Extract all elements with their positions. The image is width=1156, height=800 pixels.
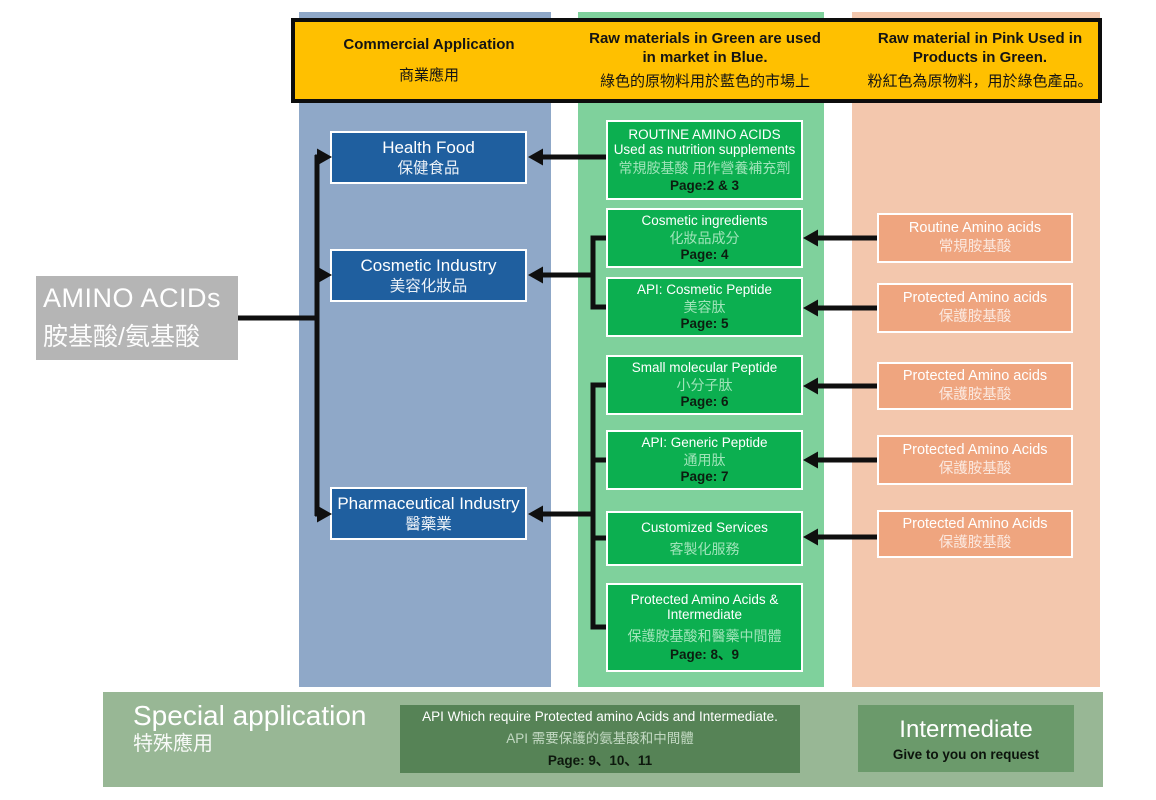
product-node-page: Page: 4 (680, 246, 729, 262)
product-node-en: Customized Services (641, 520, 768, 536)
raw-node-en: Routine Amino acids (908, 219, 1042, 236)
product-node-en: Small molecular Peptide (631, 360, 778, 376)
raw-node-routine-amino-acids: Routine Amino acids 常規胺基酸 (877, 213, 1073, 263)
amino-acids-root-node: AMINO ACIDs 胺基酸/氨基酸 (36, 276, 238, 360)
legend-commercial-zh: 商業應用 (398, 66, 459, 84)
intermediate-note: Give to you on request (892, 746, 1040, 762)
raw-node-protected-amino-acids-3: Protected Amino Acids 保護胺基酸 (877, 435, 1073, 485)
special-application-title: Special application 特殊應用 (133, 700, 367, 757)
product-node-zh: 通用肽 (683, 452, 726, 469)
product-node-en: API: Cosmetic Peptide (636, 282, 773, 298)
product-node-page: Page: 6 (680, 393, 729, 409)
product-node-en: ROUTINE AMINO ACIDS Used as nutrition su… (613, 126, 796, 158)
root-node-en: AMINO ACIDs (43, 283, 222, 313)
intermediate-title: Intermediate (899, 715, 1033, 743)
product-node-en: API: Generic Peptide (641, 435, 768, 451)
api-note-page: Page: 9、10、11 (547, 752, 653, 768)
legend-pink-note-zh: 粉紅色為原物料，用於綠色產品。 (867, 73, 1093, 91)
special-application-bar: Special application 特殊應用 API Which requi… (103, 692, 1103, 787)
raw-node-en: Protected Amino acids (902, 289, 1048, 306)
market-node-en: Cosmetic Industry (360, 255, 497, 275)
raw-materials-column (852, 12, 1100, 687)
market-node-zh: 醫藥業 (405, 515, 452, 533)
legend-green-note-en: Raw materials in Green are used in marke… (589, 29, 821, 66)
product-node-cosmetic-ingredients: Cosmetic ingredients 化妝品成分 Page: 4 (606, 208, 803, 268)
product-node-customized-services: Customized Services 客製化服務 (606, 511, 803, 566)
raw-node-protected-amino-acids-2: Protected Amino acids 保護胺基酸 (877, 362, 1073, 410)
legend-green-note-zh: 綠色的原物料用於藍色的市場上 (599, 73, 810, 91)
product-node-api-cosmetic-peptide: API: Cosmetic Peptide 美容肽 Page: 5 (606, 277, 803, 337)
raw-node-zh: 保護胺基酸 (938, 535, 1012, 552)
legend-banner: Commercial Application 商業應用 Raw material… (291, 18, 1102, 103)
market-node-health-food: Health Food 保健食品 (330, 131, 527, 184)
raw-node-zh: 保護胺基酸 (938, 461, 1012, 478)
api-note-zh: API 需要保護的氨基酸和中間體 (506, 730, 694, 746)
market-node-en: Health Food (382, 137, 475, 157)
market-node-zh: 美容化妝品 (389, 277, 468, 295)
product-node-api-generic-peptide: API: Generic Peptide 通用肽 Page: 7 (606, 430, 803, 490)
product-node-page: Page: 7 (680, 468, 729, 484)
raw-node-en: Protected Amino Acids (902, 516, 1048, 533)
legend-pink-note: Raw material in Pink Used in Products in… (856, 22, 1104, 99)
legend-pink-note-en: Raw material in Pink Used in Products in… (877, 29, 1083, 66)
raw-node-zh: 保護胺基酸 (938, 387, 1012, 404)
raw-node-protected-amino-acids-1: Protected Amino acids 保護胺基酸 (877, 283, 1073, 333)
product-node-zh: 小分子肽 (676, 377, 733, 394)
product-node-zh: 客製化服務 (669, 540, 740, 557)
raw-node-protected-amino-acids-4: Protected Amino Acids 保護胺基酸 (877, 510, 1073, 558)
market-node-cosmetic-industry: Cosmetic Industry 美容化妝品 (330, 249, 527, 302)
product-node-en: Protected Amino Acids & Intermediate (630, 591, 779, 623)
market-node-zh: 保健食品 (397, 159, 460, 177)
api-note-box: API Which require Protected amino Acids … (400, 705, 800, 773)
raw-node-zh: 保護胺基酸 (938, 309, 1012, 326)
raw-node-zh: 常規胺基酸 (938, 239, 1012, 256)
market-node-en: Pharmaceutical Industry (337, 493, 520, 513)
product-node-page: Page:2 & 3 (669, 177, 740, 193)
raw-node-en: Protected Amino Acids (902, 441, 1048, 458)
product-node-en: Cosmetic ingredients (641, 213, 768, 229)
raw-node-en: Protected Amino acids (902, 368, 1048, 385)
root-node-zh: 胺基酸/氨基酸 (43, 323, 200, 351)
product-node-small-molecular-peptide: Small molecular Peptide 小分子肽 Page: 6 (606, 355, 803, 415)
special-title-zh: 特殊應用 (133, 733, 213, 756)
product-node-zh: 化妝品成分 (669, 230, 740, 247)
api-note-en: API Which require Protected amino Acids … (422, 709, 778, 725)
intermediate-box: Intermediate Give to you on request (858, 705, 1074, 772)
product-node-zh: 常規胺基酸 用作營養補充劑 (618, 160, 791, 177)
legend-commercial-en: Commercial Application (343, 36, 515, 54)
product-node-zh: 美容肽 (683, 299, 726, 316)
legend-green-note: Raw materials in Green are used in marke… (582, 22, 828, 99)
special-title-en: Special application (133, 700, 367, 731)
product-node-routine-amino-acids: ROUTINE AMINO ACIDS Used as nutrition su… (606, 120, 803, 200)
product-node-protected-amino-acids-intermediate: Protected Amino Acids & Intermediate 保護胺… (606, 583, 803, 672)
commercial-column (299, 12, 551, 687)
product-node-page: Page: 8、9 (669, 647, 740, 663)
market-node-pharmaceutical-industry: Pharmaceutical Industry 醫藥業 (330, 487, 527, 540)
product-node-page: Page: 5 (680, 315, 729, 331)
legend-commercial: Commercial Application 商業應用 (303, 22, 555, 99)
product-node-zh: 保護胺基酸和醫藥中間體 (627, 627, 782, 644)
